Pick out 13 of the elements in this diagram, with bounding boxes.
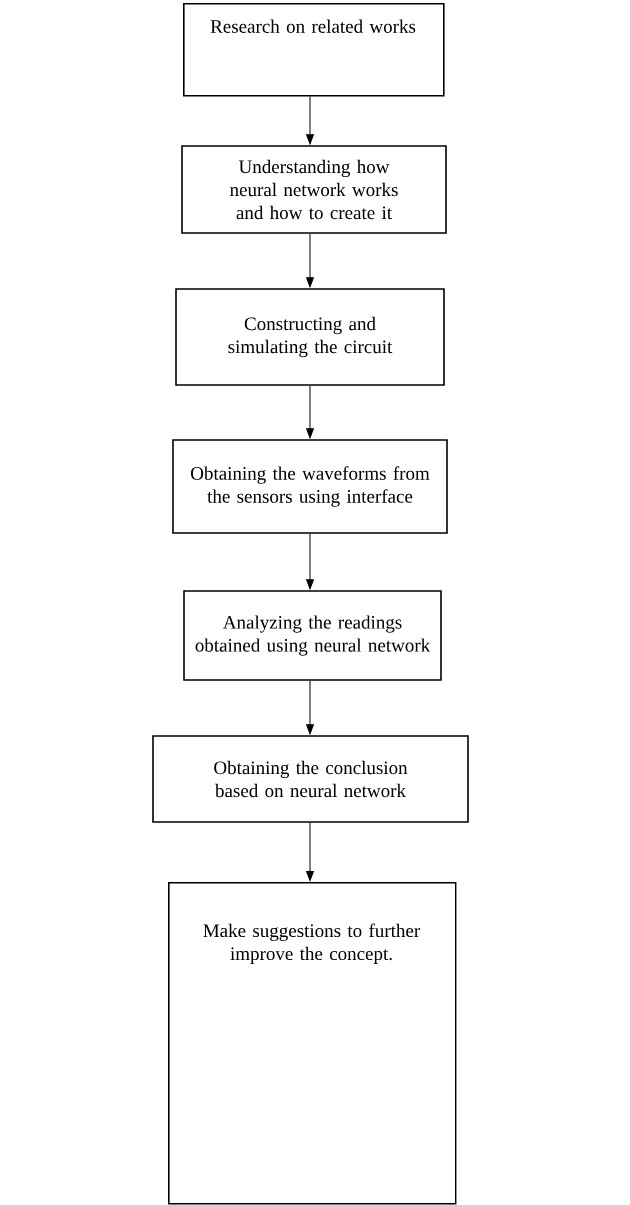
process-box: Research on related works [183,3,445,97]
process-box: Make suggestions to further improve the concept. [168,882,457,1205]
arrow [306,96,314,145]
process-box: Analyzing the readings obtained using neural network [183,590,442,681]
process-box: Obtaining the waveforms from the sensors using interface [172,439,448,534]
arrow [306,822,314,882]
arrow [306,233,314,288]
arrow [306,385,314,439]
process-box: Constructing and simulating the circuit [175,288,445,386]
arrow [306,533,314,590]
arrow [306,680,314,735]
process-box: Understanding how neural network works and how to create it [181,145,447,234]
process-box: Obtaining the conclusion based on neural network [152,735,469,823]
